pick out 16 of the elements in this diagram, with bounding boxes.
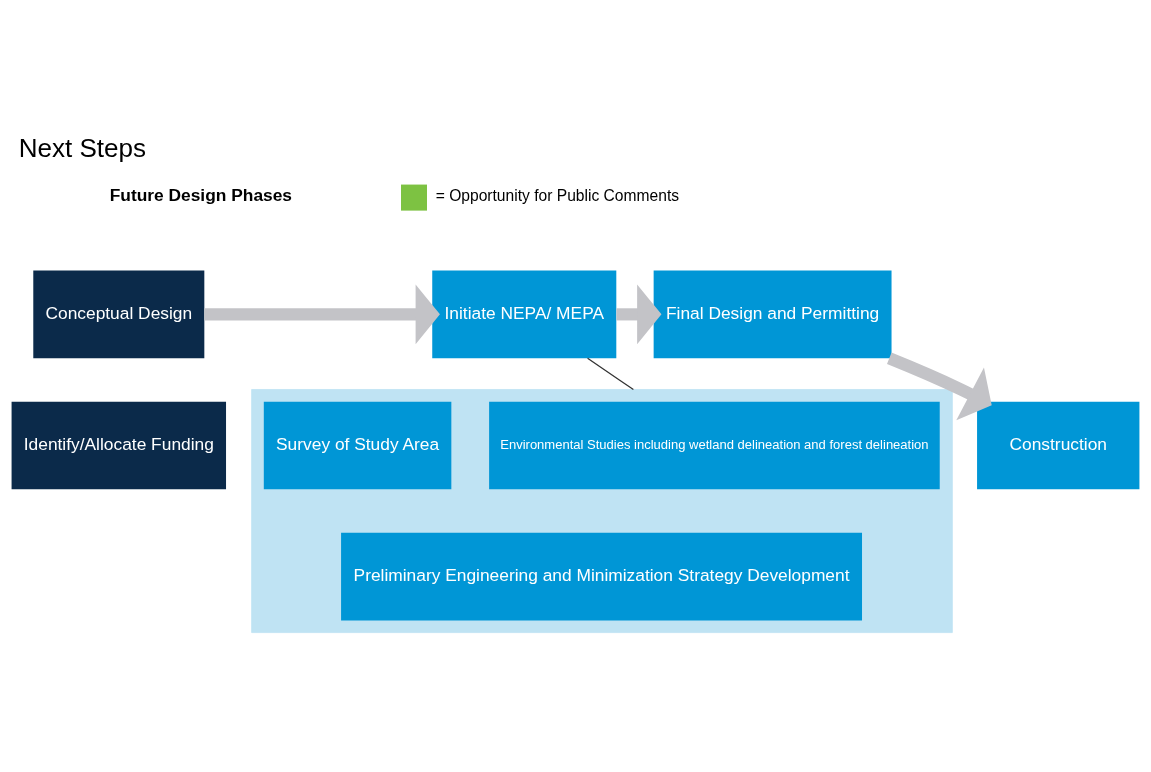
connector [586,357,635,391]
arrow [616,284,662,345]
arrow [204,284,440,345]
arrow [887,352,992,421]
node-box: Environmental Studies including wetland delineation and forest delineation [489,401,940,490]
diagram-title: Next Steps [18,132,146,163]
legend-label: = Opportunity for Public Comments [435,187,680,205]
label: Future Design Phases [109,185,293,206]
node-box: Conceptual Design [33,270,205,359]
cluster [251,389,953,633]
node-box: Final Design and Permitting [653,270,892,359]
node-box: Preliminary Engineering and Minimization Strategy Development [341,532,862,621]
node-box: Initiate NEPA/ MEPA [432,270,617,359]
node-box: Survey of Study Area [263,401,452,490]
node-box: Identify/Allocate Funding [11,401,227,490]
node-box: Construction [977,401,1140,490]
